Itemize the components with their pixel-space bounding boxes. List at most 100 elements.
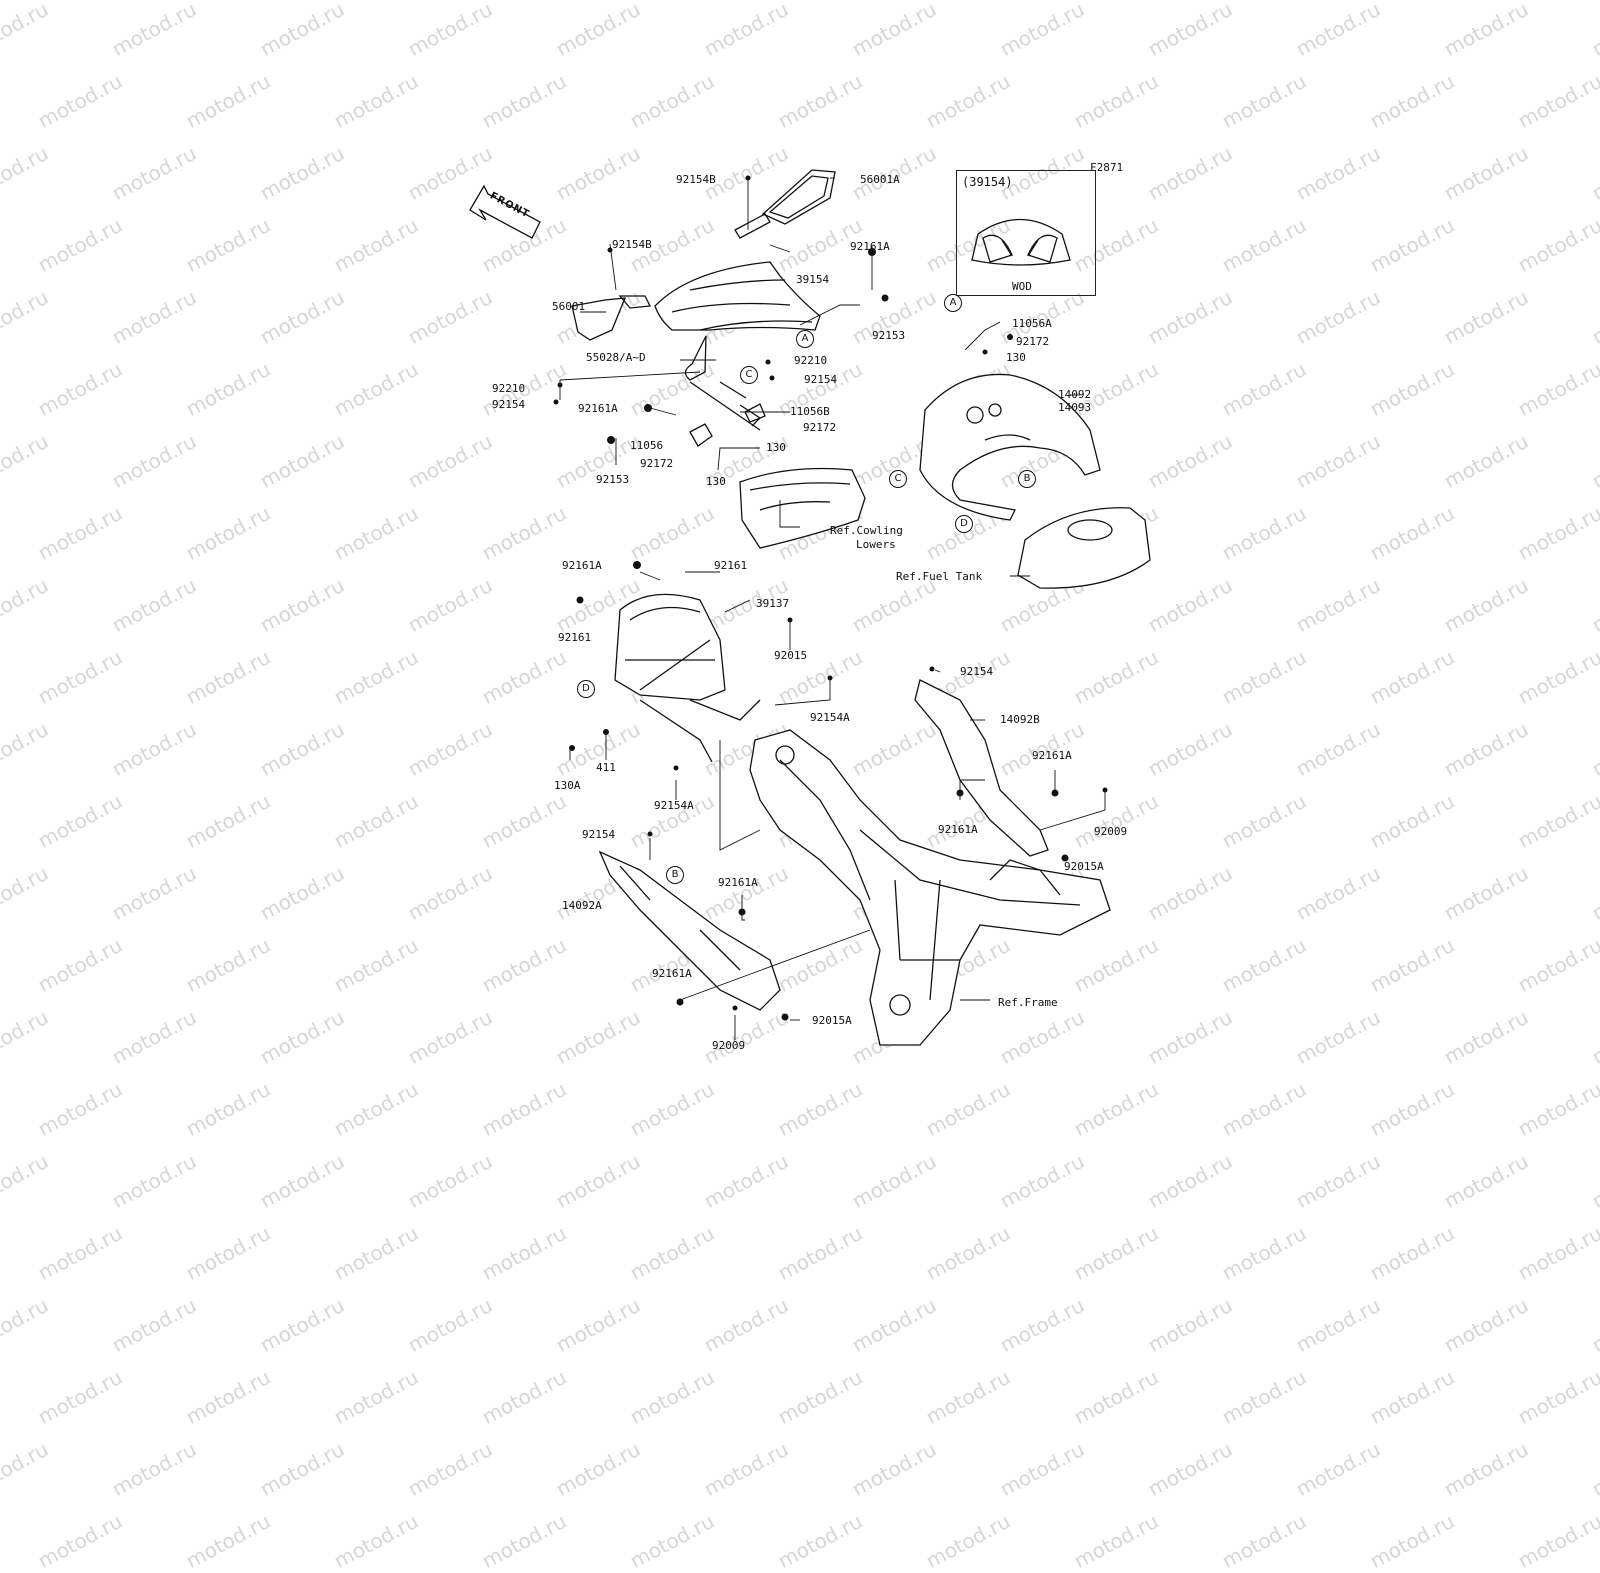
watermark-text: motod.ru bbox=[626, 1508, 719, 1573]
watermark-text: motod.ru bbox=[182, 1364, 275, 1430]
watermark-text: motod.ru bbox=[700, 1292, 793, 1358]
side-panel-a-drawing bbox=[598, 850, 781, 1011]
part-label: 92161A bbox=[850, 240, 890, 253]
part-label: 92154B bbox=[676, 173, 716, 186]
watermark-text: motod.ru bbox=[0, 1436, 53, 1502]
part-label: 92154A bbox=[654, 799, 694, 812]
part-label: 11056B bbox=[790, 405, 830, 418]
watermark-text: motod.ru bbox=[552, 1436, 645, 1502]
watermark-text: motod.ru bbox=[1144, 1292, 1237, 1358]
watermark-text: motod.ru bbox=[108, 1436, 201, 1502]
part-label: 14092B bbox=[1000, 713, 1040, 726]
watermark-text: motod.ru bbox=[1218, 1220, 1311, 1286]
part-label: Ref.Fuel Tank bbox=[896, 570, 983, 583]
part-label: 92154A bbox=[810, 711, 850, 724]
reference-callout: B bbox=[1018, 470, 1036, 488]
watermark-text: motod.ru bbox=[1440, 1292, 1533, 1358]
cowling-lower-drawing bbox=[739, 467, 866, 549]
inset-box bbox=[956, 170, 1096, 296]
inset-title: (39154) bbox=[962, 175, 1013, 189]
part-label: 92161A bbox=[718, 876, 758, 889]
reference-callout: C bbox=[740, 366, 758, 384]
watermark-text: motod.ru bbox=[1366, 1220, 1459, 1286]
inset-caption: WOD bbox=[1012, 280, 1032, 293]
part-label: 92153 bbox=[596, 473, 630, 486]
figure-code: F2871 bbox=[1090, 161, 1124, 174]
watermark-text: motod.ru bbox=[1588, 1292, 1600, 1358]
part-label: 11056A bbox=[1012, 317, 1052, 330]
watermark-text: motod.ru bbox=[774, 1364, 867, 1430]
part-label: 14092 bbox=[1058, 388, 1092, 401]
part-label: 92161A bbox=[938, 823, 978, 836]
part-label: 92172 bbox=[640, 457, 674, 470]
parts-drawing bbox=[469, 169, 1151, 1046]
part-label: Ref.Frame bbox=[998, 996, 1058, 1009]
watermark-text: motod.ru bbox=[922, 1364, 1015, 1430]
part-label: Lowers bbox=[856, 538, 896, 551]
part-label: 130 bbox=[1006, 351, 1026, 364]
part-label: 92015A bbox=[812, 1014, 852, 1027]
part-label: 56001A bbox=[860, 173, 900, 186]
watermark-text: motod.ru bbox=[330, 1508, 423, 1573]
watermark-text: motod.ru bbox=[330, 1364, 423, 1430]
part-label: 92015 bbox=[774, 649, 808, 662]
watermark-text: motod.ru bbox=[626, 1364, 719, 1430]
part-label: Ref.Cowling bbox=[830, 524, 903, 537]
watermark-text: motod.ru bbox=[330, 1220, 423, 1286]
watermark-text: motod.ru bbox=[1292, 1292, 1385, 1358]
watermark-text: motod.ru bbox=[34, 1508, 127, 1573]
mirror-right-drawing bbox=[734, 169, 836, 239]
front-arrow-icon bbox=[469, 184, 541, 239]
watermark-text: motod.ru bbox=[1514, 1220, 1600, 1286]
front-stay-drawing bbox=[614, 593, 761, 763]
watermark-text: motod.ru bbox=[996, 1292, 1089, 1358]
watermark-text: motod.ru bbox=[1070, 1508, 1163, 1573]
reference-callout: C bbox=[889, 470, 907, 488]
watermark-text: motod.ru bbox=[404, 1436, 497, 1502]
watermark-text: motod.ru bbox=[774, 1508, 867, 1573]
reference-callout: D bbox=[955, 515, 973, 533]
watermark-text: motod.ru bbox=[404, 1292, 497, 1358]
part-label: 55028/A~D bbox=[586, 351, 646, 364]
part-label: 92161A bbox=[1032, 749, 1072, 762]
watermark-text: motod.ru bbox=[1366, 1364, 1459, 1430]
side-panel-b-drawing bbox=[914, 679, 1049, 857]
part-label: 92172 bbox=[803, 421, 837, 434]
part-label: 56001 bbox=[552, 300, 586, 313]
part-label: 39137 bbox=[756, 597, 790, 610]
watermark-text: motod.ru bbox=[1514, 1508, 1600, 1573]
watermark-text: motod.ru bbox=[848, 1292, 941, 1358]
watermark-text: motod.ru bbox=[1070, 1364, 1163, 1430]
part-label: 92154 bbox=[804, 373, 838, 386]
watermark-text: motod.ru bbox=[1144, 1436, 1237, 1502]
part-label: 92161 bbox=[714, 559, 748, 572]
watermark-text: motod.ru bbox=[774, 1220, 867, 1286]
watermark-text: motod.ru bbox=[478, 1220, 571, 1286]
part-label: 92154 bbox=[582, 828, 616, 841]
part-label: 92161A bbox=[652, 967, 692, 980]
part-label: 92154 bbox=[492, 398, 526, 411]
part-label: 411 bbox=[596, 761, 616, 774]
part-label: 92172 bbox=[1016, 335, 1050, 348]
watermark-text: motod.ru bbox=[478, 1364, 571, 1430]
part-label: 92161A bbox=[562, 559, 602, 572]
watermark-text: motod.ru bbox=[108, 1292, 201, 1358]
part-label: 92154 bbox=[960, 665, 994, 678]
watermark-text: motod.ru bbox=[182, 1508, 275, 1573]
watermark-text: motod.ru bbox=[552, 1292, 645, 1358]
watermark-text: motod.ru bbox=[922, 1508, 1015, 1573]
watermark-text: motod.ru bbox=[1366, 1508, 1459, 1573]
part-label: 92161A bbox=[578, 402, 618, 415]
watermark-text: motod.ru bbox=[256, 1436, 349, 1502]
watermark-text: motod.ru bbox=[1514, 1364, 1600, 1430]
watermark-text: motod.ru bbox=[700, 1436, 793, 1502]
part-label: 92154B bbox=[612, 238, 652, 251]
part-label: 14092A bbox=[562, 899, 602, 912]
part-label: 130 bbox=[706, 475, 726, 488]
part-label: 14093 bbox=[1058, 401, 1092, 414]
reference-callout: D bbox=[577, 680, 595, 698]
fuel-tank-drawing bbox=[1017, 507, 1151, 589]
fastener-dots bbox=[553, 175, 1108, 1021]
inner-cowl-drawing bbox=[919, 373, 1101, 521]
